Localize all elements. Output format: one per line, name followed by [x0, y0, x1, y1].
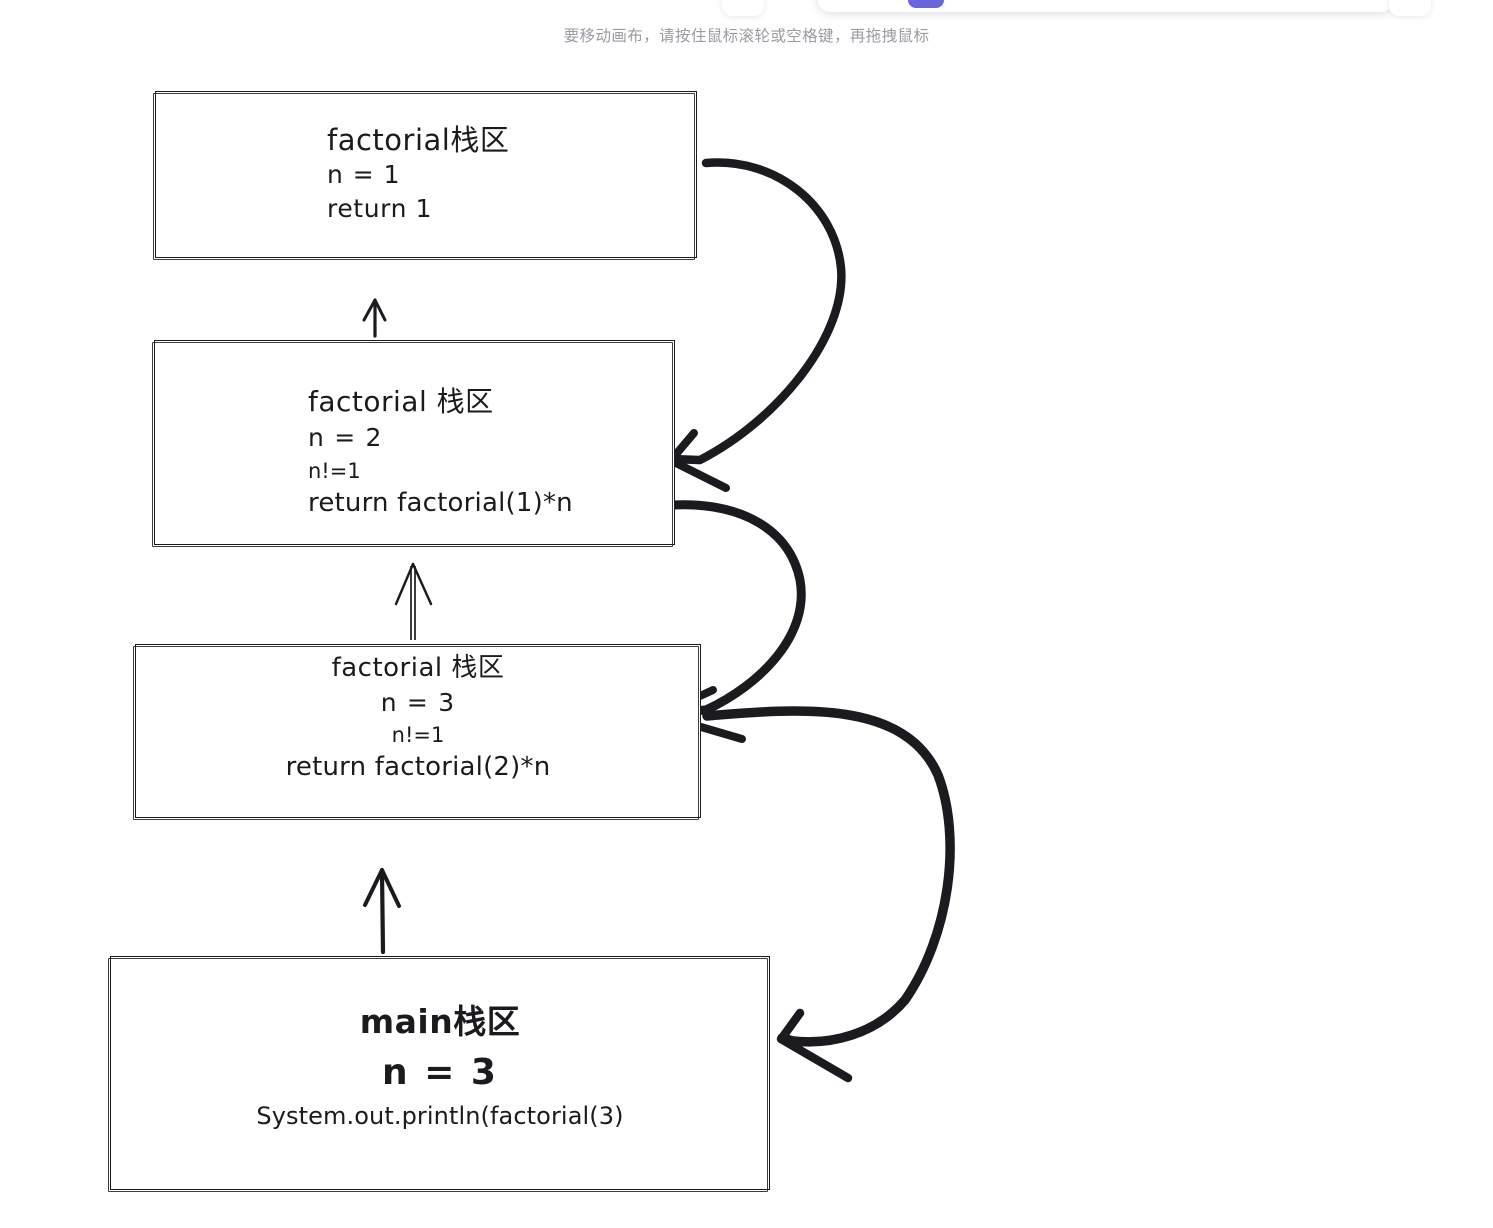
frame-var-n: n = 1	[327, 160, 401, 190]
frame-call: System.out.println(factorial(3)	[256, 1101, 624, 1130]
frame-border-sketch	[153, 93, 695, 260]
frame-border-sketch	[108, 958, 768, 1192]
frame-return: return 1	[327, 194, 433, 224]
frame-border	[154, 340, 675, 545]
main-frame[interactable]: main栈区 n = 3 System.out.println(factoria…	[108, 956, 770, 1192]
frame-content: factorial 栈区 n = 3 n!=1 return factorial…	[135, 644, 701, 818]
frame-var-n: n = 3	[382, 1051, 498, 1093]
arrow-icon[interactable]	[1068, 0, 1104, 8]
hand-icon[interactable]	[868, 0, 904, 8]
frame-title: main栈区	[359, 1002, 521, 1041]
arrow-call-f2-to-f1	[362, 298, 387, 338]
frame-border	[135, 644, 701, 818]
text-icon[interactable]	[1188, 0, 1224, 8]
image-icon[interactable]	[1228, 0, 1264, 8]
factorial-frame-n3[interactable]: factorial 栈区 n = 3 n!=1 return factorial…	[133, 644, 701, 820]
shape-toolbar[interactable]	[818, 0, 1393, 12]
library-button[interactable]	[1389, 0, 1431, 16]
frame-content: factorial栈区 n = 1 return 1	[155, 91, 697, 258]
frame-content: factorial 栈区 n = 2 n!=1 return factorial…	[154, 340, 675, 545]
frame-var-n: n = 3	[380, 688, 456, 718]
rectangle-icon[interactable]	[948, 0, 984, 8]
frame-return: return factorial(1)*n	[308, 488, 573, 519]
frame-border-sketch	[152, 342, 673, 547]
frame-title: factorial 栈区	[308, 385, 494, 418]
frame-content: main栈区 n = 3 System.out.println(factoria…	[110, 956, 770, 1190]
factorial-frame-n1[interactable]: factorial栈区 n = 1 return 1	[153, 91, 697, 260]
frame-title: factorial 栈区	[331, 653, 505, 683]
line-icon[interactable]	[1108, 0, 1144, 8]
factorial-frame-n2[interactable]: factorial 栈区 n = 2 n!=1 return factorial…	[152, 340, 675, 547]
frame-condition: n!=1	[391, 723, 445, 748]
frame-border	[110, 956, 770, 1190]
draw-icon[interactable]	[1148, 0, 1184, 8]
frame-border-sketch	[133, 646, 699, 820]
canvas-pan-hint: 要移动画布，请按住鼠标滚轮或空格键，再拖拽鼠标	[563, 28, 930, 45]
menu-button[interactable]	[722, 0, 764, 16]
frame-return: return factorial(2)*n	[285, 751, 551, 782]
diamond-icon[interactable]	[988, 0, 1024, 8]
lock-icon[interactable]	[828, 0, 864, 8]
frame-title: factorial栈区	[327, 123, 510, 158]
arrow-call-main-to-f3	[363, 868, 401, 955]
frame-border	[155, 91, 697, 258]
shapes-icon[interactable]	[1308, 0, 1344, 8]
frame-var-n: n = 2	[308, 423, 383, 453]
arrow-call-f3-to-f2	[394, 562, 433, 640]
ellipse-icon[interactable]	[1028, 0, 1064, 8]
eraser-icon[interactable]	[1268, 0, 1304, 8]
frame-condition: n!=1	[308, 458, 361, 483]
selection-icon[interactable]	[908, 0, 944, 8]
